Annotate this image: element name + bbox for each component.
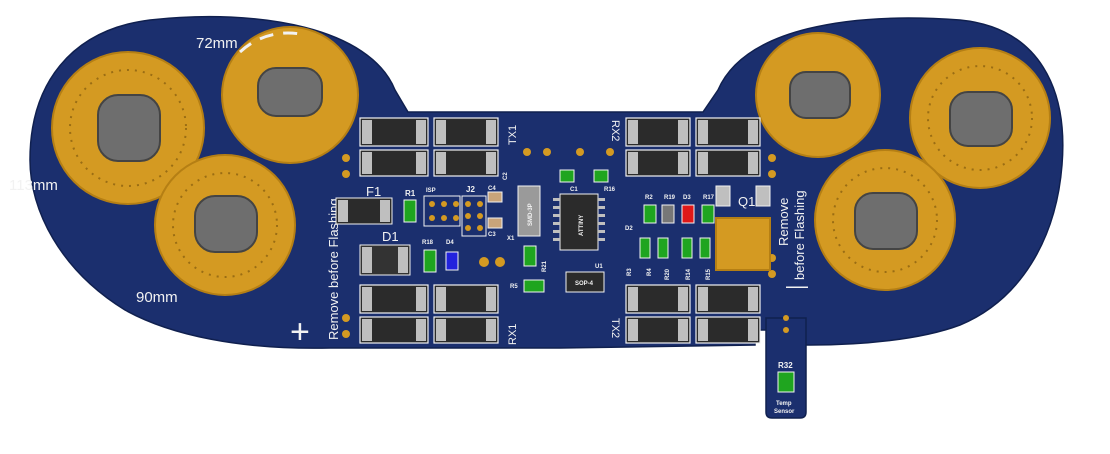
fuse-f1 [335,197,393,225]
diode-d1 [359,244,411,276]
label-mcu: ATTINY [579,215,585,236]
ref-c3: C3 [488,232,496,238]
ref-x1: X1 [507,236,515,242]
signal-pads [342,148,789,338]
ref-r18: R18 [422,240,434,246]
mosfet-array-top-right [625,117,761,177]
label-remove-right-2: before Flashing [792,190,807,280]
ref-r3: R3 [627,268,633,276]
ref-c1: C1 [570,187,578,193]
ref-r32: R32 [778,361,793,370]
copper-pad-right-top-left [755,32,881,158]
ref-r17: R17 [703,195,715,201]
copper-pad-113mm [51,51,205,205]
ref-isp: ISP [426,188,436,194]
mosfet-array-top-left [359,117,499,177]
ref-r16: R16 [604,187,616,193]
label-remove-before-flashing-left: Remove before Flashing [326,198,341,340]
mosfet-array-bottom-left [359,284,499,344]
label-tx1: TX1 [507,125,519,145]
ref-d2: D2 [625,226,633,232]
label-sop4: SOP-4 [575,281,594,287]
label-temp: Temp [776,401,792,407]
header-j2 [461,195,487,237]
ref-r21: R21 [542,260,548,272]
optocoupler-u1 [565,271,605,293]
ref-c2: C2 [503,172,509,180]
ref-f1: F1 [366,184,381,199]
label-90mm: 90mm [136,289,178,306]
label-smd-3p: SMD-3P [528,203,534,226]
resonator-smd [517,185,541,237]
ref-d1: D1 [382,229,399,244]
ref-q1: Q1 [738,194,755,209]
ref-u1: U1 [595,264,603,270]
mosfet-array-bottom-right [625,284,761,344]
label-sensor: Sensor [774,409,795,415]
ref-j2: J2 [466,185,475,194]
caps-c1-r16 [559,169,609,183]
label-72mm: 72mm [196,35,238,52]
label-rx2-top: RX2 [609,120,621,141]
ref-r19: R19 [664,195,676,201]
ref-c4: C4 [488,186,496,192]
resistor-r5 [523,279,545,293]
label-remove-right-1: Remove [776,198,791,246]
ref-r1: R1 [405,189,416,198]
led-r1 [403,199,417,223]
copper-pad-right-top-right [909,47,1051,189]
copper-pad-90mm [154,154,296,296]
mosfet-q1 [715,185,771,271]
label-minus: — [786,273,808,298]
led-array-right [639,204,715,259]
ref-r14: R14 [686,268,692,280]
ref-r15: R15 [706,268,712,280]
copper-pad-right-bottom [814,149,956,291]
led-r18-d4 [423,249,459,273]
ref-d3: D3 [683,195,691,201]
label-rx1: RX1 [507,324,519,345]
copper-pad-72mm [221,26,359,164]
ref-r5: R5 [510,284,518,290]
mcu-chip [553,193,605,251]
ref-r4: R4 [647,268,653,276]
temp-sensor [777,371,795,393]
ref-r20: R20 [665,268,671,280]
label-113mm: 113mm [9,177,58,194]
resistor-r21 [523,245,537,267]
ref-d4: D4 [446,240,454,246]
ref-r2: R2 [645,195,653,201]
capacitors-c3-c4 [487,191,503,229]
isp-header [423,195,461,227]
label-plus: + [290,313,310,351]
label-tx2-bottom: TX2 [609,318,621,338]
